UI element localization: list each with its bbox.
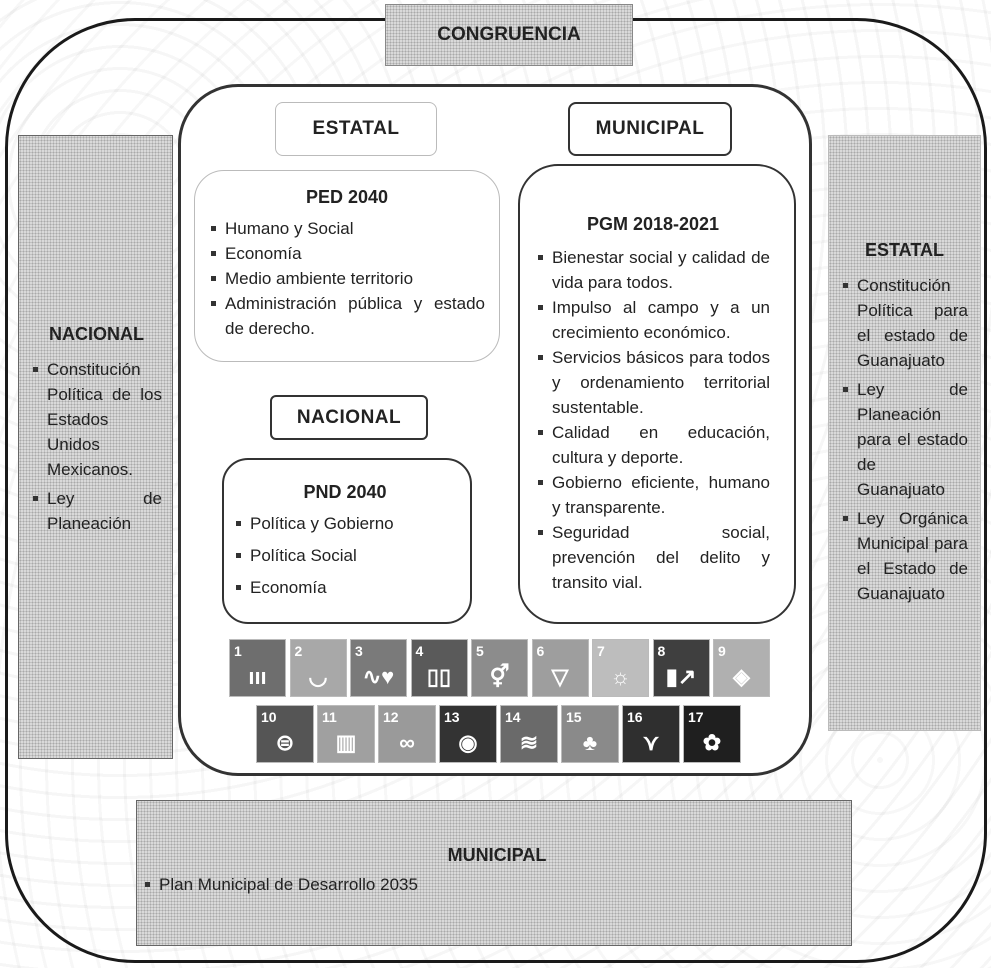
heartbeat-icon: ∿♥ xyxy=(362,664,395,689)
sdg-goal-4-tile: 4▯▯ xyxy=(410,639,468,697)
estatal-label-text: ESTATAL xyxy=(312,118,400,139)
municipal-label-text: MUNICIPAL xyxy=(595,118,705,139)
sdg-goal-1-tile: 1 ııı xyxy=(229,639,286,697)
list-item: Administración pública y estado de derec… xyxy=(209,291,485,341)
sdg-goal-11-tile: 11 ▥ xyxy=(317,705,375,763)
list-item: Calidad en educación, cultura y deporte. xyxy=(536,420,770,470)
cubes-icon: ◈ xyxy=(733,664,750,689)
infinity-icon: ∞ xyxy=(399,730,415,755)
sdg-goal-number: 2 xyxy=(294,643,303,659)
list-item: Servicios básicos para todos y ordenamie… xyxy=(536,345,770,420)
sdg-goal-number: 15 xyxy=(566,709,582,725)
book-icon: ▯▯ xyxy=(426,664,452,689)
sdg-goal-number: 4 xyxy=(415,643,424,659)
city-icon: ▥ xyxy=(335,730,357,755)
sdg-goal-3-tile: 3 ∿♥ xyxy=(350,639,407,697)
sdg-goal-number: 1 xyxy=(234,643,242,659)
sdg-goal-number: 11 xyxy=(322,709,337,725)
sdg-goal-8-tile: 8 ▮↗ xyxy=(652,639,710,697)
gender-icon: ⚥ xyxy=(489,664,510,689)
equality-icon: ⊜ xyxy=(275,730,295,755)
list-item: Humano y Social xyxy=(209,216,485,241)
left-panel-nacional: NACIONAL Constitución Política de los Es… xyxy=(18,135,173,759)
bottom-panel-list: Plan Municipal de Desarrollo 2035 xyxy=(143,872,851,897)
list-item: Política Social xyxy=(234,543,456,568)
ped-heading: PED 2040 xyxy=(305,187,389,207)
sdg-goal-2-tile: 2◡ xyxy=(289,639,347,697)
list-item: Economía xyxy=(209,241,485,266)
list-item: Ley de Planeación xyxy=(31,486,162,536)
left-panel-list: Constitución Política de los Estados Uni… xyxy=(31,357,162,536)
sdg-goal-number: 16 xyxy=(627,709,643,725)
sdg-goal-13-tile: 13 ◉ xyxy=(439,705,497,763)
pgm-heading: PGM 2018-2021 xyxy=(586,214,720,234)
bowl-icon: ◡ xyxy=(308,664,328,689)
sdg-goal-10-tile: 10 ⊜ xyxy=(256,705,314,763)
list-item: Constitución Política para el estado de … xyxy=(841,273,968,373)
partnership-flower-icon: ✿ xyxy=(702,730,722,755)
congruencia-title: CONGRUENCIA xyxy=(385,4,633,66)
pnd-panel: PND 2040 Política y Gobierno Política So… xyxy=(222,458,472,624)
municipal-label: MUNICIPAL xyxy=(568,102,732,156)
pnd-list: Política y Gobierno Política Social Econ… xyxy=(234,511,456,600)
list-item: Bienestar social y calidad de vida para … xyxy=(536,245,770,295)
sdg-goal-5-tile: 5⚥ xyxy=(471,639,528,697)
sdg-goal-number: 12 xyxy=(383,709,399,725)
fish-icon: ≋ xyxy=(519,730,539,755)
sdg-goal-number: 3 xyxy=(355,643,363,659)
nacional-label: NACIONAL xyxy=(270,395,428,440)
sdg-goal-number: 8 xyxy=(657,643,666,659)
eye-globe-icon: ◉ xyxy=(458,730,478,755)
water-icon: ▽ xyxy=(551,664,569,689)
list-item: Gobierno eficiente, humano y transparent… xyxy=(536,470,770,520)
sdg-goal-number: 9 xyxy=(718,643,726,659)
list-item: Impulso al campo y a un crecimiento econ… xyxy=(536,295,770,345)
estatal-label: ESTATAL xyxy=(275,102,437,156)
growth-chart-icon: ▮↗ xyxy=(665,664,697,689)
sdg-goal-16-tile: 16 ⋎ xyxy=(622,705,680,763)
sdg-goal-number: 13 xyxy=(444,709,460,725)
sdg-goal-17-tile: 17 ✿ xyxy=(683,705,741,763)
sdg-goal-9-tile: 9◈ xyxy=(713,639,770,697)
list-item: Política y Gobierno xyxy=(234,511,456,536)
list-item: Economía xyxy=(234,575,456,600)
sdg-goal-number: 14 xyxy=(505,709,521,725)
list-item: Seguridad social, prevención del delito … xyxy=(536,520,770,595)
list-item: Ley Orgánica Municipal para el Estado de… xyxy=(841,506,968,606)
sdg-goal-number: 7 xyxy=(597,643,605,659)
dove-icon: ⋎ xyxy=(642,730,660,755)
pgm-list: Bienestar social y calidad de vida para … xyxy=(536,245,770,595)
right-panel-heading: ESTATAL xyxy=(865,240,944,260)
family-icon: ııı xyxy=(248,664,267,689)
tree-icon: ♣ xyxy=(582,730,598,755)
pgm-panel: PGM 2018-2021 Bienestar social y calidad… xyxy=(518,164,796,624)
right-panel-estatal: ESTATAL Constitución Política para el es… xyxy=(828,135,981,731)
ped-list: Humano y Social Economía Medio ambiente … xyxy=(209,216,485,341)
sdg-goal-12-tile: 12∞ xyxy=(378,705,436,763)
sdg-goal-15-tile: 15♣ xyxy=(561,705,619,763)
sdg-goal-7-tile: 7☼ xyxy=(592,639,649,697)
sdg-goal-number: 17 xyxy=(688,709,704,725)
list-item: Medio ambiente territorio xyxy=(209,266,485,291)
sdg-goal-14-tile: 14 ≋ xyxy=(500,705,558,763)
list-item: Constitución Política de los Estados Uni… xyxy=(31,357,162,482)
sun-icon: ☼ xyxy=(610,664,631,689)
pnd-heading: PND 2040 xyxy=(303,482,387,502)
nacional-label-text: NACIONAL xyxy=(296,406,402,428)
left-panel-heading: NACIONAL xyxy=(49,324,144,344)
sdg-goal-number: 5 xyxy=(476,643,484,659)
bottom-panel-heading: MUNICIPAL xyxy=(447,845,547,865)
sdg-goal-number: 10 xyxy=(261,709,277,725)
ped-panel: PED 2040 Humano y Social Economía Medio … xyxy=(194,170,500,362)
list-item: Plan Municipal de Desarrollo 2035 xyxy=(143,872,851,897)
congruencia-title-text: CONGRUENCIA xyxy=(437,24,581,45)
list-item: Ley de Planeación para el estado de Guan… xyxy=(841,377,968,502)
sdg-goal-number: 6 xyxy=(536,643,545,659)
bottom-panel-municipal: MUNICIPAL Plan Municipal de Desarrollo 2… xyxy=(136,800,852,946)
right-panel-list: Constitución Política para el estado de … xyxy=(841,273,968,606)
sdg-goal-6-tile: 6▽ xyxy=(531,639,589,697)
